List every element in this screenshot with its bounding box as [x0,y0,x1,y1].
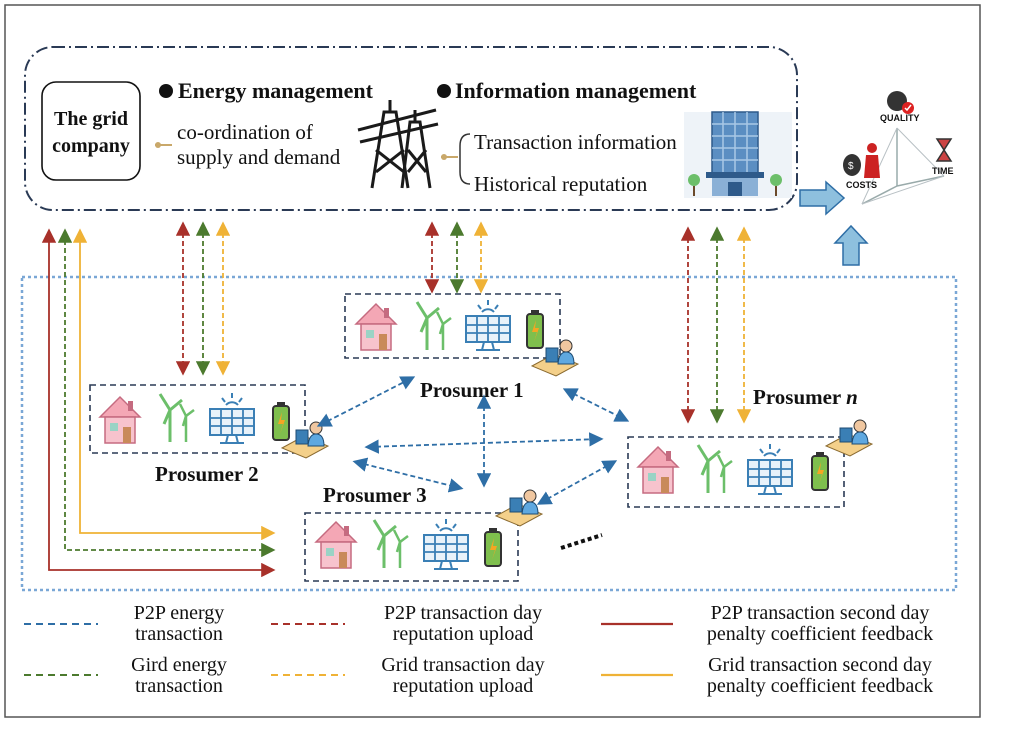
transmission-tower-icon [357,100,439,189]
legend-text: penalty coefficient feedback [706,623,934,645]
grid-company-label: The grid company [42,106,140,160]
grid-penalty-feedback-line [72,228,276,541]
legend-text: penalty coefficient feedback [706,675,934,697]
legend-text: P2P energy [133,602,225,624]
bullet-icon [437,84,451,98]
legend-text: Gird energy [131,654,227,676]
up-block-arrow [833,224,869,266]
legend-text: Grid transaction day [381,654,545,676]
transaction-information-label: Transaction information [474,130,677,154]
legend-text: P2P transaction second day [710,602,930,624]
prosumer-n-prefix: Prosumer [753,385,847,409]
solar-panel-icon [423,518,469,570]
wind-turbine-icon [415,300,453,352]
prosumer-n-suffix: n [846,385,858,409]
battery-icon [484,527,502,567]
solar-panel-icon [465,299,511,351]
grid-company-line2: company [52,135,130,157]
solar-panel-icon [209,392,255,444]
house-icon [355,303,397,351]
legend-text: Grid transaction second day [708,654,932,676]
p2p-energy-arrow [536,460,618,505]
right-block-arrow [799,180,846,216]
prosumer-n-box [627,436,845,508]
bullet-icon [159,84,173,98]
grid-company-line1: The grid [54,108,128,130]
solar-panel-icon [747,443,793,495]
wind-turbine-icon [158,392,196,444]
legend-text: transaction [135,623,223,645]
legend-text: P2P transaction day [383,602,543,624]
grid-company-box [41,81,141,181]
legend-grid-energy: Gird energy transaction [104,655,254,697]
p2p-energy-arrow [316,376,416,427]
historical-reputation-label: Historical reputation [474,172,648,196]
svg-text:$: $ [848,161,854,172]
office-building-icon [684,111,792,198]
grid-energy-line [57,228,276,558]
prosumer-1-box [344,293,561,359]
house-icon [315,521,357,569]
prosumer-n-label: Prosumer n [753,385,858,409]
prosumer-person-icon [495,489,543,527]
quality-cost-time-icon: $ [843,91,953,205]
management-box [24,46,798,211]
legend-grid-day-rep: Grid transaction day reputation upload [348,655,578,697]
battery-icon [272,401,290,441]
legend-grid-second-day: Grid transaction second day penalty coef… [675,655,965,697]
energy-management-item-line1: co-ordination of [177,120,313,144]
legend-text: reputation upload [392,623,534,645]
battery-icon [526,309,544,349]
p2p-energy-arrow [562,388,630,422]
p2p-penalty-feedback-line [41,228,276,578]
p2p-energy-arrow [352,457,464,493]
more-prosumers-ellipsis [560,533,603,550]
time-label: TIME [932,166,954,176]
prosumer-2-label: Prosumer 2 [155,462,259,486]
legend-p2p-energy: P2P energy transaction [104,603,254,645]
information-management-title: Information management [455,78,697,103]
battery-icon [811,451,829,491]
legend-p2p-day-rep: P2P transaction day reputation upload [348,603,578,645]
outer-frame [4,4,981,718]
prosumer-1-label: Prosumer 1 [420,378,524,402]
quality-label: QUALITY [880,113,920,123]
legend-p2p-second-day: P2P transaction second day penalty coeff… [675,603,965,645]
wind-turbine-icon [372,518,410,570]
legend-text: transaction [135,675,223,697]
energy-management-item-line2: supply and demand [177,145,341,169]
costs-label: COSTS [846,180,878,190]
house-icon [99,396,141,444]
legend-text: reputation upload [392,675,534,697]
wind-turbine-icon [696,443,734,495]
prosumer-3-label: Prosumer 3 [323,483,427,507]
house-icon [637,446,679,494]
prosumer-person-icon [825,419,873,457]
energy-management-title: Energy management [178,78,373,103]
